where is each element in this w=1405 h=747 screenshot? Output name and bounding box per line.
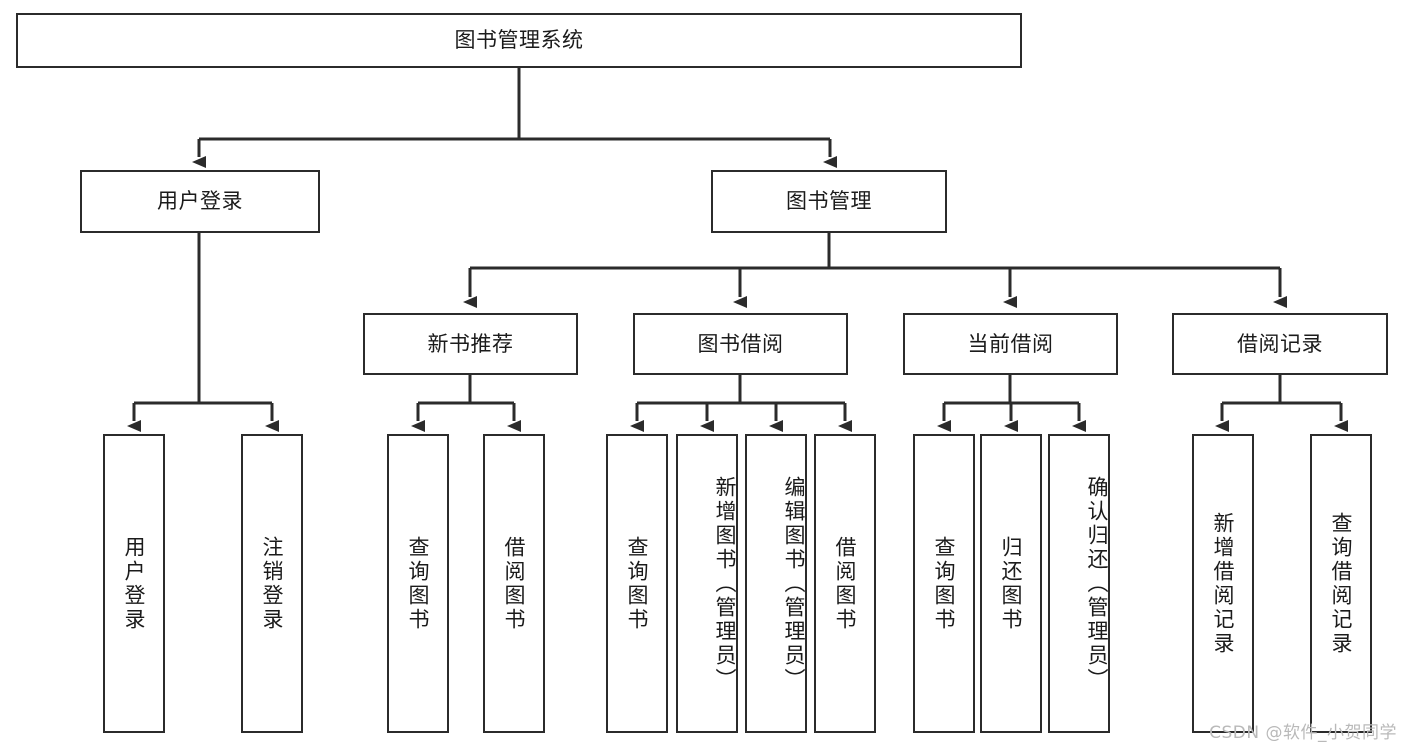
node-new-book-recommend[interactable]: 新书推荐: [363, 313, 578, 375]
leaf-record-add[interactable]: 新增借阅记录: [1192, 434, 1254, 733]
node-book-management-label: 图书管理: [786, 189, 872, 214]
leaf-record-query[interactable]: 查询借阅记录: [1310, 434, 1372, 733]
leaf-label: 编辑图书（管理员）: [782, 475, 806, 692]
leaf-borrow-query-book[interactable]: 查询图书: [606, 434, 668, 733]
node-borrow-record-label: 借阅记录: [1237, 331, 1323, 356]
node-borrow-record[interactable]: 借阅记录: [1172, 313, 1388, 375]
leaf-label: 查询图书: [625, 535, 650, 632]
leaf-label: 查询图书: [932, 535, 957, 632]
leaf-borrow-edit-book[interactable]: 编辑图书（管理员）: [745, 434, 807, 733]
csdn-watermark: CSDN @软件_小贺同学: [1209, 723, 1397, 743]
node-new-book-recommend-label: 新书推荐: [427, 331, 514, 356]
leaf-current-confirm-return[interactable]: 确认归还（管理员）: [1048, 434, 1110, 733]
node-current-borrow[interactable]: 当前借阅: [903, 313, 1118, 375]
leaf-label: 新增图书（管理员）: [713, 475, 737, 692]
leaf-label: 借阅图书: [502, 535, 527, 632]
leaf-user-login-logout[interactable]: 注销登录: [241, 434, 303, 733]
node-user-login[interactable]: 用户登录: [80, 170, 320, 233]
leaf-label: 用户登录: [122, 535, 147, 632]
node-book-borrow[interactable]: 图书借阅: [633, 313, 848, 375]
leaf-user-login-login[interactable]: 用户登录: [103, 434, 165, 733]
node-current-borrow-label: 当前借阅: [967, 331, 1054, 356]
node-book-borrow-label: 图书借阅: [697, 331, 784, 356]
leaf-new-book-borrow[interactable]: 借阅图书: [483, 434, 545, 733]
leaf-label: 查询图书: [406, 535, 431, 632]
node-book-management[interactable]: 图书管理: [711, 170, 947, 233]
leaf-current-return-book[interactable]: 归还图书: [980, 434, 1042, 733]
leaf-label: 归还图书: [999, 535, 1024, 632]
node-root[interactable]: 图书管理系统: [16, 13, 1022, 68]
node-root-label: 图书管理系统: [454, 28, 584, 53]
leaf-new-book-query[interactable]: 查询图书: [387, 434, 449, 733]
leaf-borrow-add-book[interactable]: 新增图书（管理员）: [676, 434, 738, 733]
node-user-login-label: 用户登录: [157, 189, 243, 214]
leaf-label: 查询借阅记录: [1329, 511, 1354, 656]
leaf-current-query-book[interactable]: 查询图书: [913, 434, 975, 733]
leaf-label: 注销登录: [260, 535, 285, 632]
leaf-label: 借阅图书: [833, 535, 858, 632]
leaf-label: 确认归还（管理员）: [1085, 475, 1109, 692]
leaf-label: 新增借阅记录: [1211, 511, 1236, 656]
leaf-borrow-borrow-book[interactable]: 借阅图书: [814, 434, 876, 733]
